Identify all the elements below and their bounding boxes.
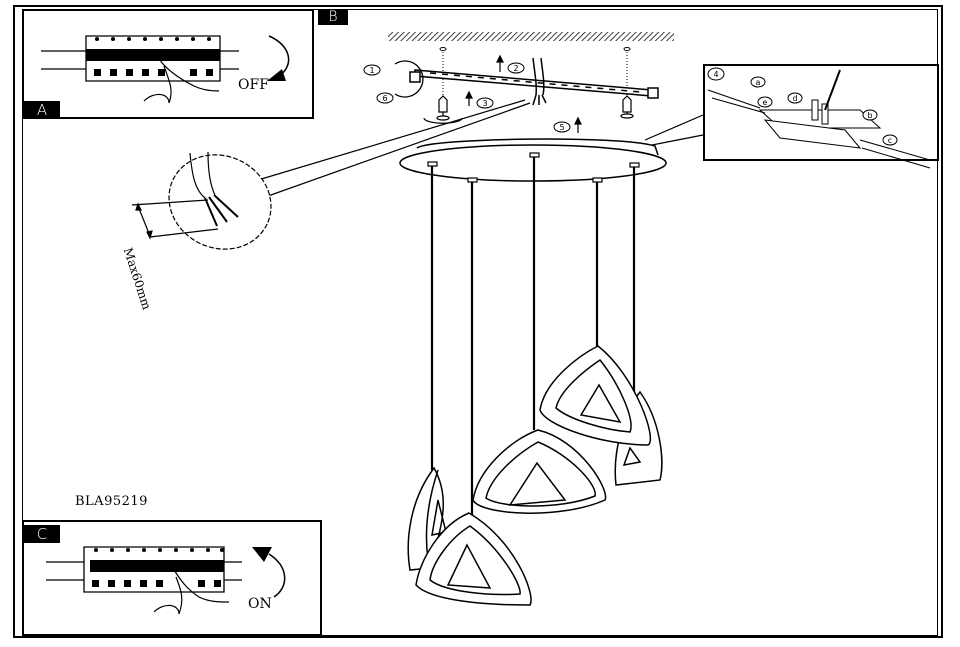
- letter-d: d: [792, 94, 797, 103]
- switch-on-label: ON: [248, 596, 272, 612]
- mounting-bracket: [409, 69, 659, 99]
- step-1: 1: [369, 66, 374, 75]
- step-4: 4: [713, 70, 718, 79]
- step-arrows: [465, 54, 582, 133]
- wall-plug-right: [620, 95, 634, 119]
- lamp-shade-2: [472, 429, 607, 514]
- pendant-cords: [430, 155, 636, 515]
- wire-strip-detail: [131, 151, 272, 250]
- step-2: 2: [513, 64, 518, 73]
- circuit-breaker-icon: [46, 546, 286, 615]
- letter-c: c: [888, 136, 892, 145]
- model-number: BLA95219: [75, 494, 148, 509]
- lamp-shade-5: [415, 512, 532, 606]
- panel-c-switch-on: [22, 520, 322, 636]
- curved-arrow-up-icon: [268, 553, 286, 598]
- hand-icon: [153, 569, 230, 615]
- hand-icon: [143, 58, 220, 104]
- step-3: 3: [482, 99, 487, 108]
- panel-a-tag: A: [24, 101, 60, 119]
- letter-b: b: [867, 111, 872, 120]
- step-numbers-text: 1 2 3 5 6 4: [369, 64, 718, 132]
- panel-c-tag: C: [24, 525, 60, 543]
- rotation-arrow: [394, 60, 424, 98]
- ceiling-holes: [439, 47, 631, 98]
- callout-lines: [257, 99, 704, 197]
- terminal-block-detail: [707, 69, 931, 169]
- lamp-shade-3: [539, 345, 652, 446]
- cord-caps: [427, 152, 640, 183]
- page-border-inner: [22, 9, 938, 636]
- step-markers: [363, 62, 725, 133]
- panel-a-switch-off: [22, 9, 314, 119]
- circuit-breaker-icon: [41, 35, 290, 104]
- curved-arrow-down-icon: [267, 35, 290, 81]
- power-cable: [532, 57, 547, 106]
- step-5: 5: [559, 123, 564, 132]
- panel-b-tag: B: [318, 9, 348, 25]
- switch-off-label: OFF: [238, 77, 269, 93]
- detail-letters: a e d b c: [756, 78, 893, 145]
- letter-e: e: [763, 98, 768, 107]
- page-border-outer: [13, 5, 943, 638]
- ceiling-hatch: [388, 32, 674, 41]
- letter-a: a: [756, 78, 761, 87]
- wall-plug-left: [423, 95, 463, 124]
- panel-connection-detail: [703, 64, 939, 161]
- step-6: 6: [382, 94, 387, 103]
